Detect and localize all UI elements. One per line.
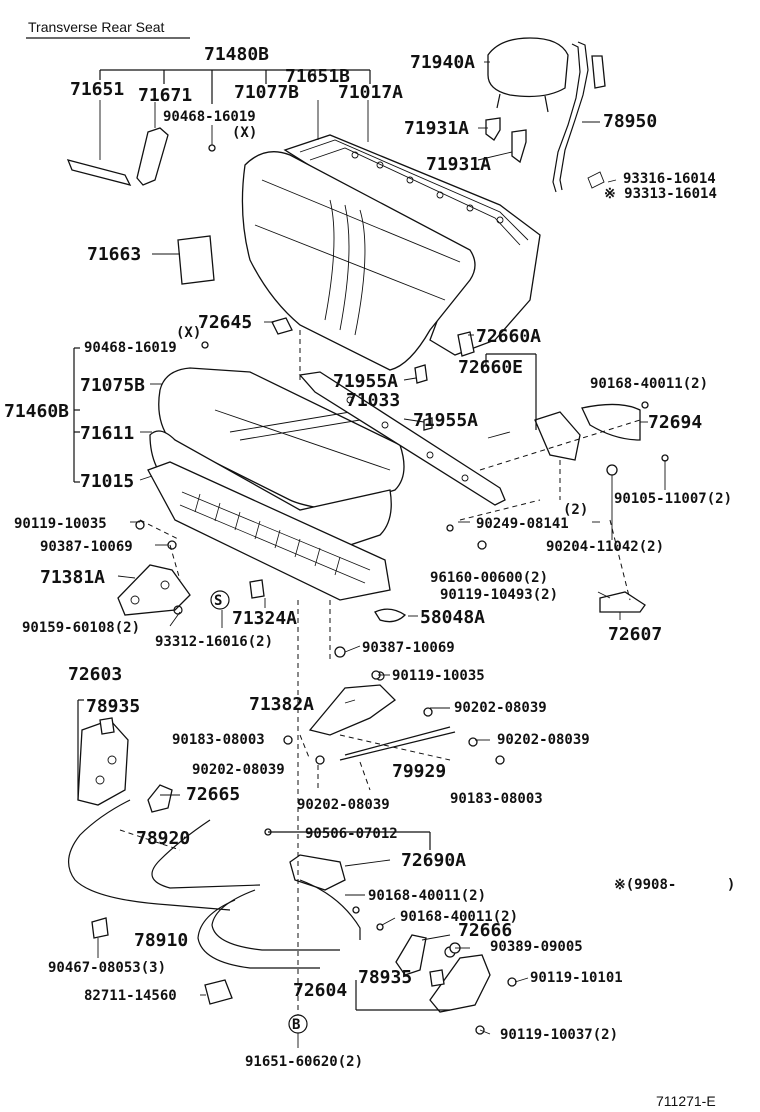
label-90204-11042: 90204-11042(2) [546, 539, 664, 555]
label-71651B: 71651B [285, 66, 350, 87]
label-71382A: 71382A [249, 694, 314, 715]
label-71460B: 71460B [4, 401, 69, 422]
label-72645: 72645 [198, 312, 252, 333]
label-71015: 71015 [80, 471, 134, 492]
label-71381A: 71381A [40, 567, 105, 588]
label-93312-16016: 93312-16016(2) [155, 634, 273, 650]
label-71955A-1: 71955A [333, 371, 398, 392]
label-72603: 72603 [68, 664, 122, 685]
label-x-b: (X) [176, 325, 201, 341]
label-78935-b: 78935 [358, 967, 412, 988]
label-90159-60108: 90159-60108(2) [22, 620, 140, 636]
label-71480B: 71480B [204, 44, 269, 65]
diagram-code: 711271-E [656, 1093, 716, 1109]
label-71671: 71671 [138, 85, 192, 106]
label-72694: 72694 [648, 412, 702, 433]
label-72665: 72665 [186, 784, 240, 805]
label-x-a: (X) [232, 125, 257, 141]
label-78935-a: 78935 [86, 696, 140, 717]
label-90202-08039-d: 90202-08039 [297, 797, 390, 813]
label-82711-14560: 82711-14560 [84, 988, 177, 1004]
label-72660E: 72660E [458, 357, 523, 378]
label-72607: 72607 [608, 624, 662, 645]
label-90183-08003-b: 90183-08003 [450, 791, 543, 807]
label-91651-60620: 91651-60620(2) [245, 1054, 363, 1070]
label-71940A: 71940A [410, 52, 475, 73]
label-90119-10035-c: 90119-10035 [392, 668, 485, 684]
label-72660A: 72660A [476, 326, 541, 347]
label-90119-10101: 90119-10101 [530, 970, 623, 986]
label-90506-07012: 90506-07012 [305, 826, 398, 842]
label-78910: 78910 [134, 930, 188, 951]
label-90105-11007: 90105-11007(2) [614, 491, 732, 507]
label-90168-40011-b: 90168-40011(2) [368, 888, 486, 904]
label-71611: 71611 [80, 423, 134, 444]
label-90168-40011-c: 90168-40011(2) [400, 909, 518, 925]
label-90387-10069-b: 90387-10069 [362, 640, 455, 656]
label-90202-08039-a: 90202-08039 [454, 700, 547, 716]
label-96160-00600: 96160-00600(2) [430, 570, 548, 586]
label-90119-10493: 90119-10493(2) [440, 587, 558, 603]
label-90202-08039-b: 90202-08039 [497, 732, 590, 748]
part-labels: 71480B 71651 71671 71077B 71651B 71017A … [4, 44, 735, 1109]
seat-cushion-drawing: S [117, 367, 407, 623]
label-90468-16019-a: 90468-16019 [163, 109, 256, 125]
label-72604: 72604 [293, 980, 347, 1001]
label-90468-16019-b: 90468-16019 [84, 340, 177, 356]
label-90202-08039-c: 90202-08039 [192, 762, 285, 778]
label-71955A-2: 71955A [413, 410, 478, 431]
label-79929: 79929 [392, 761, 446, 782]
label-71931A-1: 71931A [404, 118, 469, 139]
label-78950: 78950 [603, 111, 657, 132]
label-93313-16014: ※ 93313-16014 [604, 186, 717, 202]
label-71017A: 71017A [338, 82, 403, 103]
label-2-a: (2) [563, 502, 588, 518]
label-71324A: 71324A [232, 608, 297, 629]
label-93316-16014: 93316-16014 [623, 171, 716, 187]
label-90119-10035-a: 90119-10035 [14, 516, 107, 532]
label-90387-10069-a: 90387-10069 [40, 539, 133, 555]
note-label: ※(9908- ) [614, 877, 735, 893]
circle-s-label: S [214, 593, 222, 609]
label-72666: 72666 [458, 920, 512, 941]
label-71663: 71663 [87, 244, 141, 265]
circle-b-label: B [292, 1017, 300, 1033]
label-90119-10037: 90119-10037(2) [500, 1027, 618, 1043]
label-90389-09005: 90389-09005 [490, 939, 583, 955]
label-90249-08141: 90249-08141 [476, 516, 569, 532]
label-71931A-2: 71931A [426, 154, 491, 175]
label-78920: 78920 [136, 828, 190, 849]
label-71077B: 71077B [234, 82, 299, 103]
label-90168-40011-a: 90168-40011(2) [590, 376, 708, 392]
label-58048A: 58048A [420, 607, 485, 628]
label-71075B: 71075B [80, 375, 145, 396]
seatback-drawing [66, 37, 617, 371]
label-72690A: 72690A [401, 850, 466, 871]
label-90467-08053: 90467-08053(3) [48, 960, 166, 976]
label-71033: 71033 [346, 390, 400, 411]
label-90183-08003-a: 90183-08003 [172, 732, 265, 748]
lock-mechanism-drawing: B [68, 144, 669, 1035]
label-71651: 71651 [70, 79, 124, 100]
leader-lines [73, 61, 666, 1048]
diagram-title: Transverse Rear Seat [28, 19, 165, 35]
